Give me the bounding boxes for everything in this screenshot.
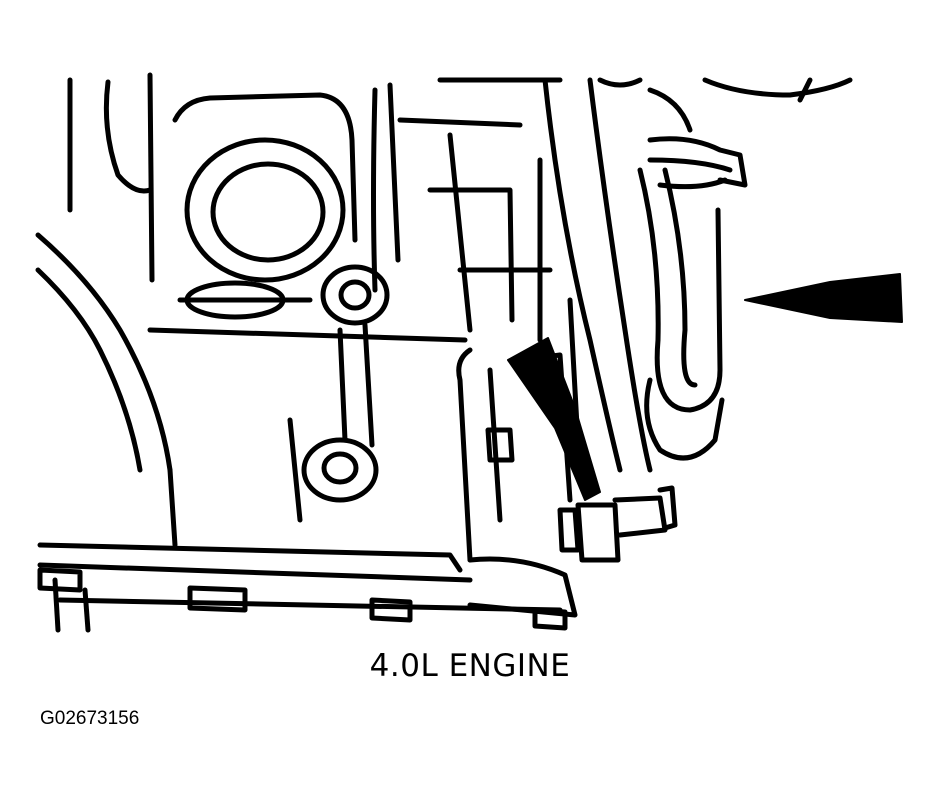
round-boss <box>184 137 346 283</box>
diagram-caption: 4.0L ENGINE <box>0 648 940 684</box>
hose-clamp <box>647 136 748 190</box>
arrow-pointing-down-right <box>507 337 601 501</box>
arrow-right-pointing-left <box>744 273 903 323</box>
caption-text: 4.0L ENGINE <box>369 648 571 684</box>
figure-id: G02673156 <box>40 708 140 729</box>
pan-bolts <box>37 567 568 631</box>
oval-slot <box>184 280 286 320</box>
sensor-fitting <box>485 427 678 563</box>
hose <box>542 77 725 473</box>
mounting-holes <box>301 264 390 503</box>
upper-housing <box>702 77 853 103</box>
callout-arrows <box>507 273 903 501</box>
engine-block-outline <box>35 72 583 633</box>
